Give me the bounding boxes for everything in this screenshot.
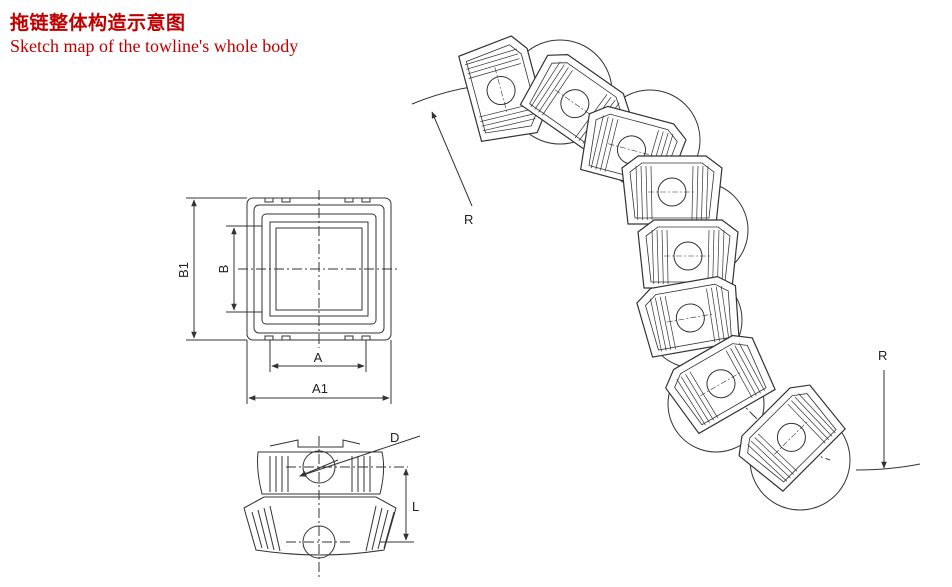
chain-link: [458, 35, 546, 142]
dim-label-l: L: [412, 499, 419, 514]
radius-label-right: R: [878, 348, 887, 363]
dim-label-a: A: [314, 350, 323, 365]
chain-link: [621, 155, 723, 225]
radius-label-left: R: [464, 212, 473, 227]
link-detail-view: [243, 435, 421, 578]
title-english: Sketch map of the towline's whole body: [10, 36, 299, 56]
chain-link: [665, 334, 776, 435]
chain-links: [458, 35, 846, 492]
dim-label-b1: B1: [176, 262, 191, 278]
dim-label-a1: A1: [312, 381, 328, 396]
chain-link: [738, 384, 846, 492]
title-chinese: 拖链整体构造示意图: [10, 12, 186, 34]
chain-link: [636, 275, 740, 358]
dim-label-d: D: [390, 430, 399, 445]
front-view: [186, 190, 400, 404]
chain-link: [637, 219, 739, 289]
dim-label-b: B: [216, 265, 231, 274]
